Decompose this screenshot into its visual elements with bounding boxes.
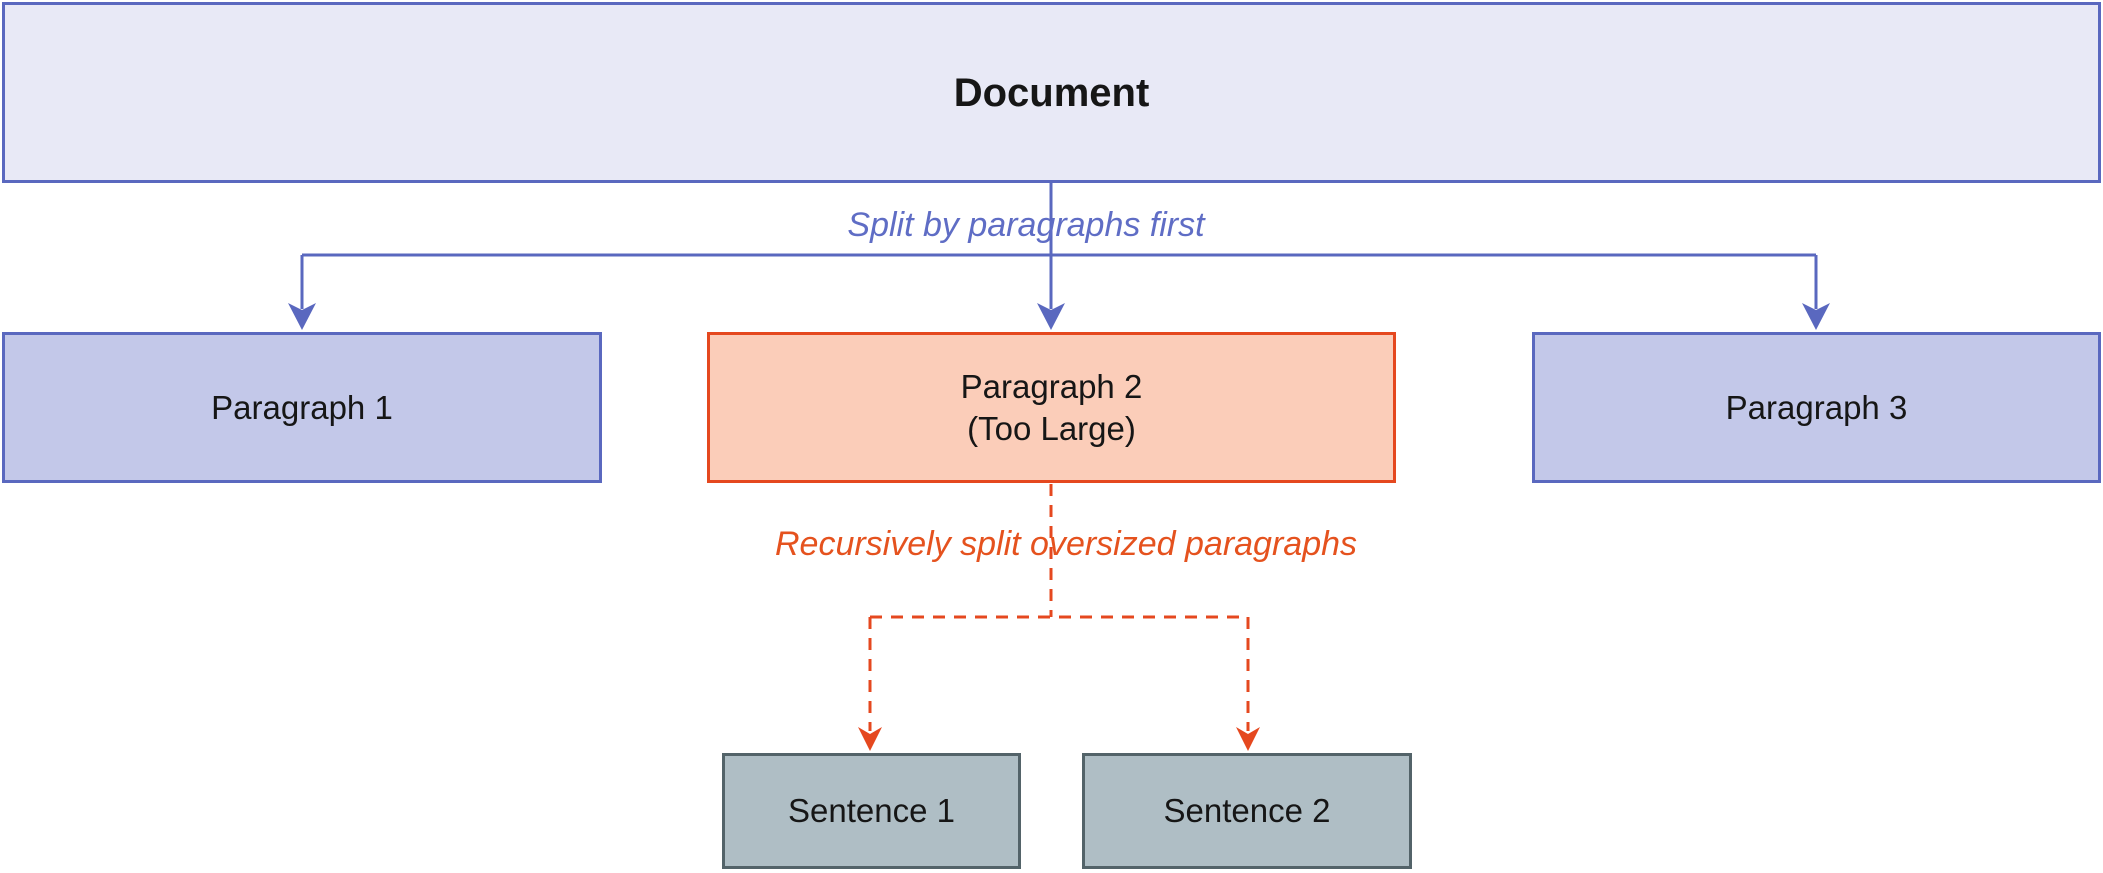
- node-paragraph-2-sublabel: (Too Large): [967, 409, 1136, 447]
- edge-label-recursively-split: Recursively split oversized paragraphs: [774, 525, 1358, 563]
- node-document: Document: [2, 2, 2101, 183]
- node-sentence-2: Sentence 2: [1082, 753, 1412, 869]
- node-paragraph-2-label: Paragraph 2: [960, 367, 1143, 405]
- node-sentence-2-label: Sentence 2: [1163, 792, 1331, 829]
- node-paragraph-2-too-large: Paragraph 2 (Too Large): [707, 332, 1396, 483]
- node-sentence-1: Sentence 1: [722, 753, 1021, 869]
- node-sentence-1-label: Sentence 1: [788, 792, 955, 829]
- node-paragraph-1: Paragraph 1: [2, 332, 602, 483]
- arrowhead-paragraph1-icon: [288, 303, 316, 330]
- node-document-label: Document: [953, 70, 1150, 115]
- node-paragraph-1-label: Paragraph 1: [211, 388, 393, 426]
- arrowhead-sentence1-icon: [858, 727, 882, 751]
- node-paragraph-3-label: Paragraph 3: [1725, 388, 1908, 426]
- node-paragraph-3: Paragraph 3: [1532, 332, 2101, 483]
- arrowhead-paragraph2-icon: [1037, 303, 1065, 330]
- arrowhead-sentence2-icon: [1236, 727, 1260, 751]
- arrowhead-paragraph3-icon: [1802, 303, 1830, 330]
- edge-label-split-by-paragraphs: Split by paragraphs first: [847, 206, 1205, 244]
